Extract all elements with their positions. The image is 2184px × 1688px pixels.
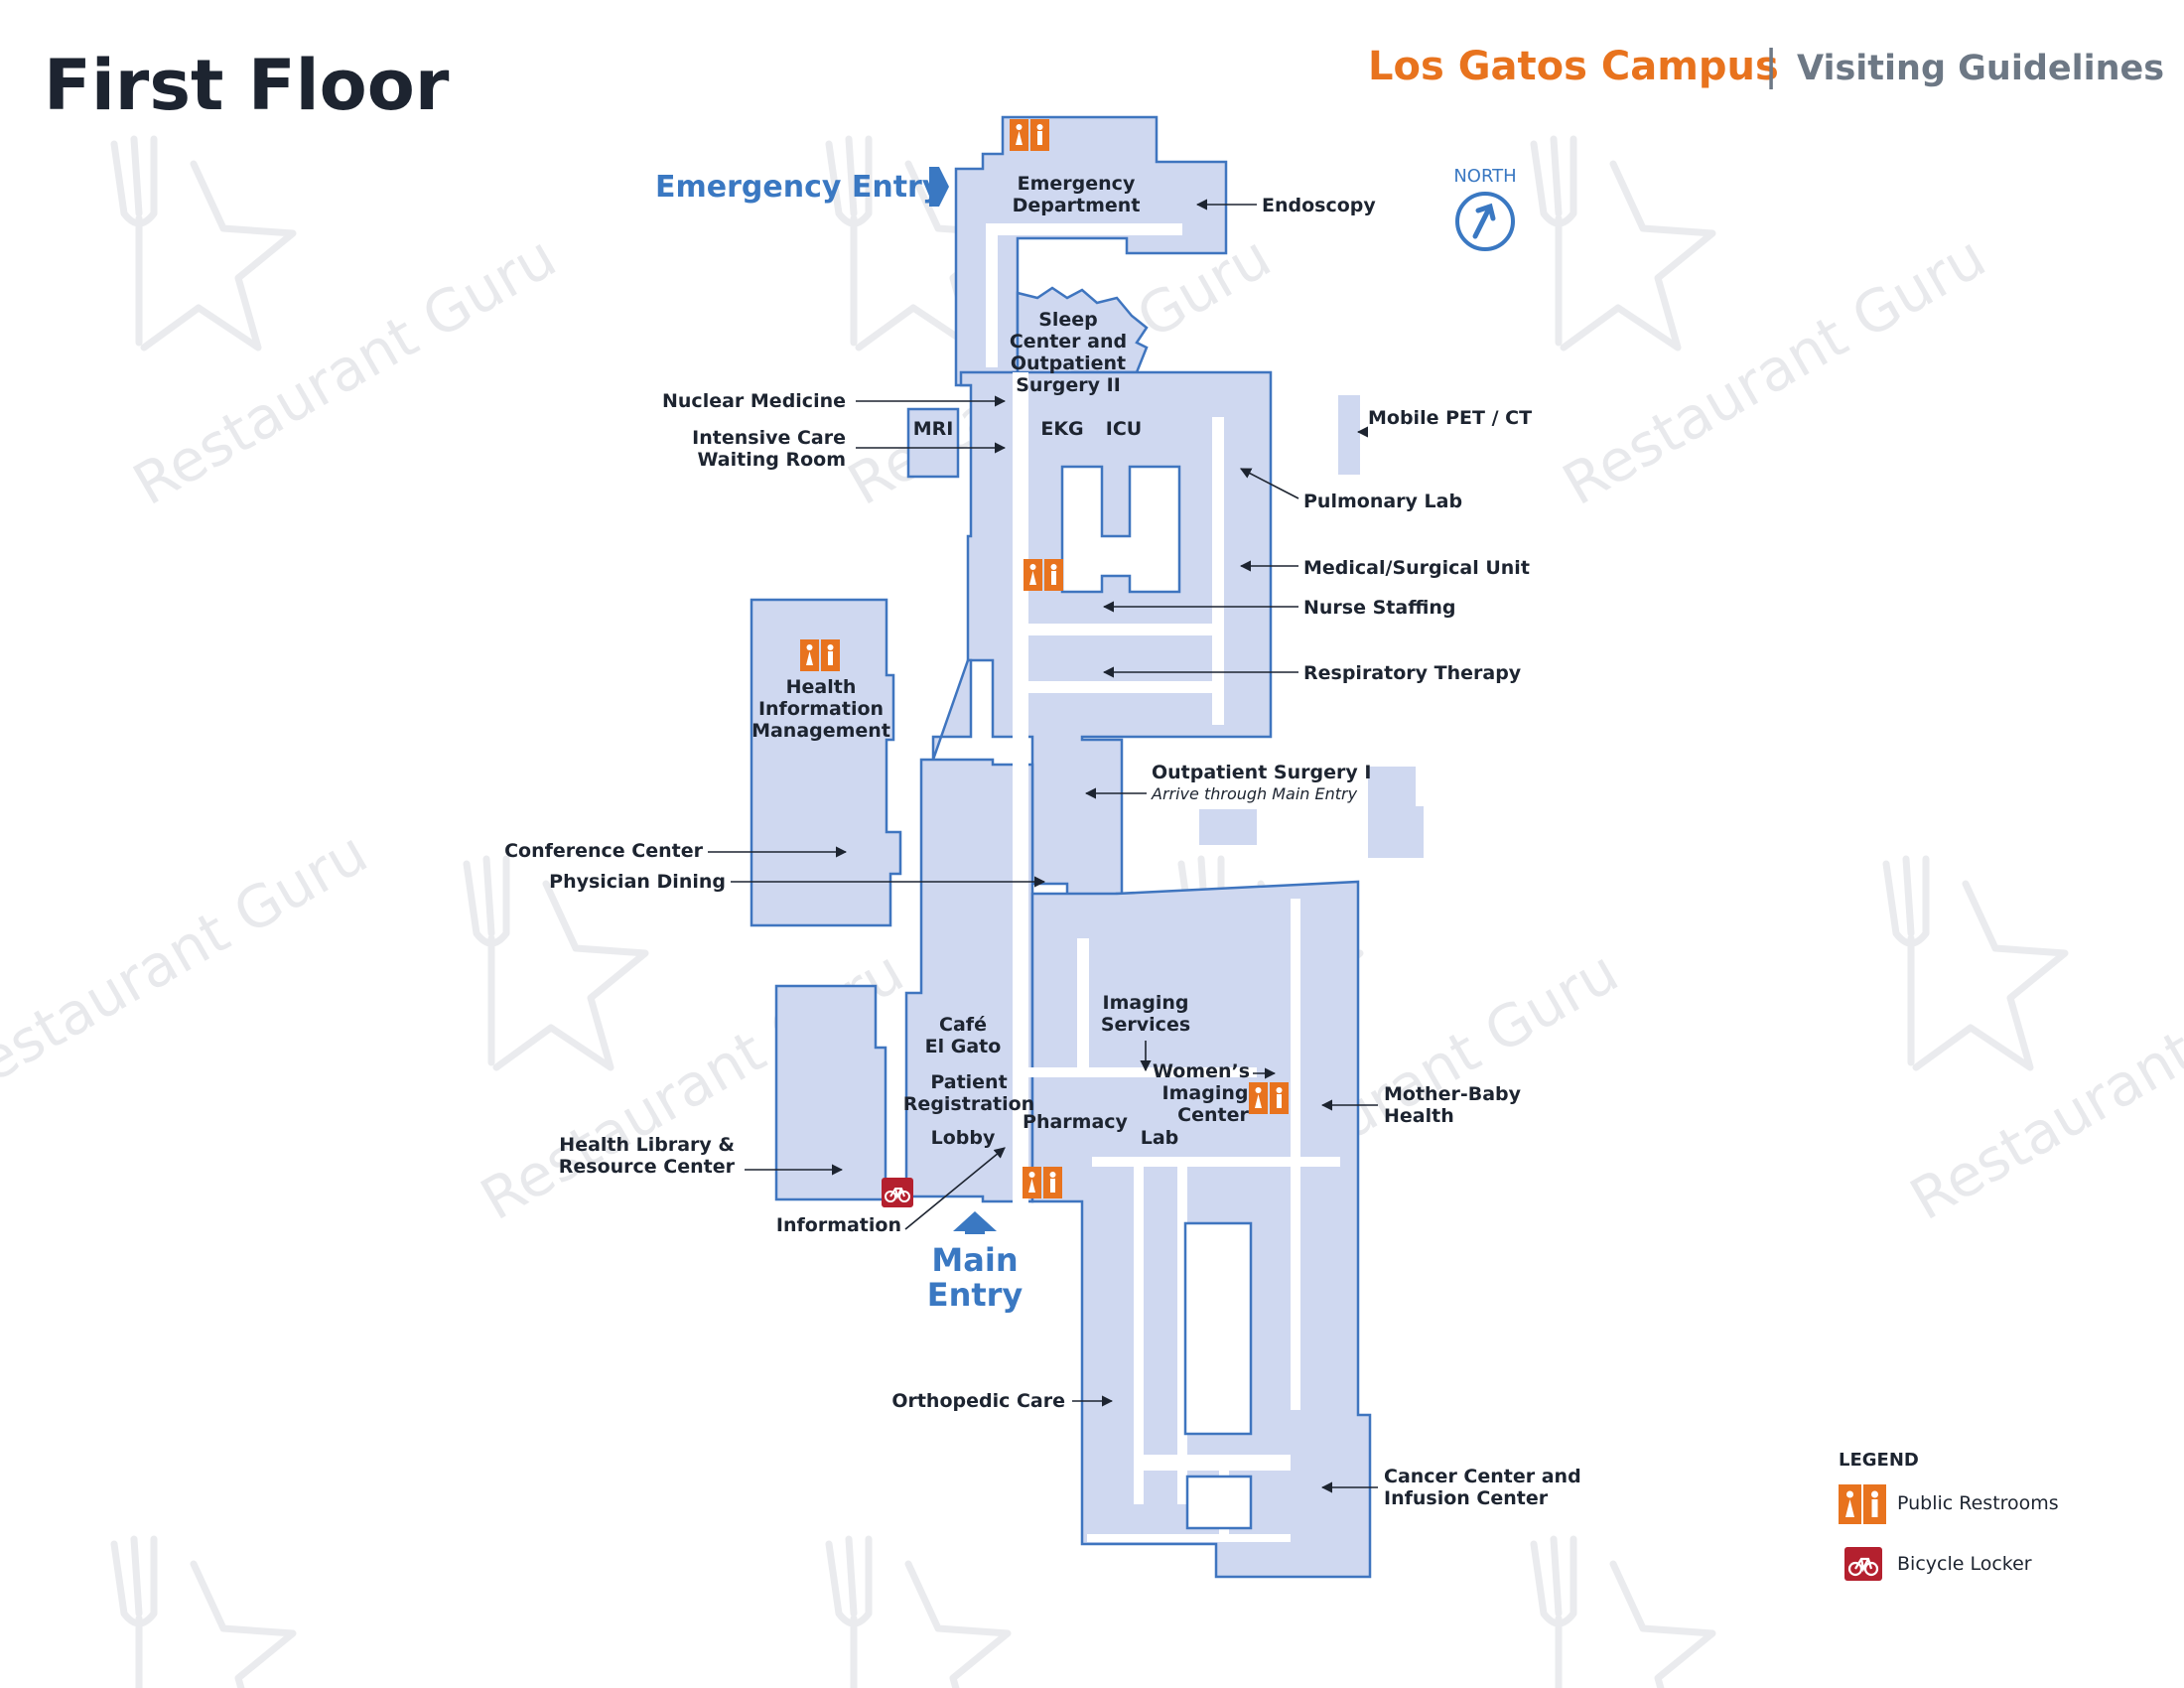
cafe-label: El Gato <box>925 1036 1002 1057</box>
information-label: Information <box>776 1214 901 1236</box>
emergency-entry: Emergency Entry <box>655 167 949 207</box>
patient-registration-label: Patient <box>930 1071 1007 1093</box>
campus-name: Los Gatos Campus <box>1368 44 1779 89</box>
medical-surgical-label: Medical/Surgical Unit <box>1303 557 1530 579</box>
watermark-text: Restaurant Guru <box>0 818 378 1114</box>
health-library-label: Resource Center <box>559 1156 736 1178</box>
header-separator: | <box>1764 41 1778 89</box>
bicycle-locker-icon <box>882 1178 913 1207</box>
callouts: Endoscopy Nuclear Medicine Intensive Car… <box>504 195 1581 1509</box>
mri-room <box>906 407 960 479</box>
outbuilding <box>1368 806 1424 858</box>
ekg-label: EKG <box>1040 418 1083 440</box>
cafe-label: Café <box>939 1014 987 1036</box>
entry-arrow-icon <box>929 167 949 207</box>
cancer-center-label: Infusion Center <box>1384 1487 1549 1509</box>
lab-label: Lab <box>1141 1127 1179 1149</box>
sleep-center-label: Outpatient <box>1011 352 1126 374</box>
emergency-department-label: Emergency <box>1018 173 1136 195</box>
north-arrow-icon <box>1455 192 1515 251</box>
bicycle-locker-icon <box>1844 1547 1882 1581</box>
watermark-text: Restaurant Guru <box>1899 937 2184 1233</box>
nuclear-medicine-label: Nuclear Medicine <box>662 390 846 412</box>
health-library-label: Health Library & <box>559 1134 735 1156</box>
main-entry-label: Entry <box>927 1276 1024 1314</box>
imaging-services-label: Imaging <box>1103 992 1189 1014</box>
womens-imaging-label: Women’s <box>1153 1060 1250 1082</box>
endoscopy-label: Endoscopy <box>1262 195 1376 216</box>
lobby-label: Lobby <box>931 1127 996 1149</box>
watermark-text: Restaurant Guru <box>122 222 567 518</box>
patient-registration-label: Registration <box>903 1093 1034 1115</box>
floor-title: First Floor <box>44 45 450 126</box>
restroom-icon <box>1839 1484 1886 1524</box>
north-label: NORTH <box>1453 166 1516 187</box>
health-information-management-building <box>750 598 902 927</box>
orthopedic-care-label: Orthopedic Care <box>891 1390 1065 1412</box>
womens-imaging-label: Imaging <box>1162 1082 1249 1104</box>
legend-bicycle-label: Bicycle Locker <box>1897 1553 2032 1575</box>
health-library-building <box>774 984 887 1201</box>
icu-waiting-label: Intensive Care <box>692 427 846 449</box>
nurse-staffing-label: Nurse Staffing <box>1303 597 1456 619</box>
icu-waiting-label: Waiting Room <box>698 449 847 471</box>
outbuilding <box>1199 809 1257 845</box>
emergency-entry-label: Emergency Entry <box>655 170 942 205</box>
him-label: Information <box>758 698 884 720</box>
pharmacy-label: Pharmacy <box>1023 1111 1129 1133</box>
mri-label: MRI <box>913 418 954 440</box>
legend: LEGEND Public Restrooms Bicycle Locker <box>1839 1450 2059 1581</box>
sleep-center-label: Surgery II <box>1016 374 1121 396</box>
sleep-center-label: Sleep <box>1038 309 1098 331</box>
information-leader <box>904 1147 1006 1230</box>
main-entry-label: Main <box>931 1241 1018 1279</box>
main-entry: Main Entry <box>927 1211 1024 1314</box>
him-label: Management <box>751 720 890 742</box>
womens-imaging-label: Center <box>1177 1104 1249 1126</box>
restroom-icon <box>1023 1167 1062 1198</box>
mobile-pet-ct-unit <box>1338 395 1360 475</box>
emergency-department-label: Department <box>1013 195 1141 216</box>
respiratory-therapy-label: Respiratory Therapy <box>1303 662 1522 684</box>
mother-baby-label: Health <box>1384 1105 1454 1127</box>
cancer-center-label: Cancer Center and <box>1384 1466 1581 1487</box>
sleep-center-label: Center and <box>1010 331 1127 352</box>
pulmonary-lab-label: Pulmonary Lab <box>1303 491 1462 512</box>
mobile-pet-ct-label: Mobile PET / CT <box>1368 407 1532 429</box>
outpatient-surgery-label: Outpatient Surgery I <box>1152 762 1371 783</box>
entry-arrow-icon <box>953 1211 997 1234</box>
restroom-icon <box>1024 559 1063 591</box>
restroom-icon <box>1010 119 1049 151</box>
him-label: Health <box>786 676 857 698</box>
conference-center-label: Conference Center <box>504 840 704 862</box>
north-compass: NORTH <box>1453 166 1517 251</box>
restroom-icon <box>1249 1082 1289 1114</box>
restroom-icon <box>800 639 840 671</box>
physician-dining-label: Physician Dining <box>549 871 726 893</box>
pulmonary-lab-leader <box>1240 468 1299 499</box>
icu-label: ICU <box>1106 418 1142 440</box>
imaging-services-label: Services <box>1101 1014 1190 1036</box>
mother-baby-label: Mother-Baby <box>1384 1083 1522 1105</box>
interior-labels: Emergency Department Sleep Center and Ou… <box>751 173 1250 1149</box>
outpatient-surgery-note: Arrive through Main Entry <box>1151 784 1358 803</box>
legend-restrooms-label: Public Restrooms <box>1897 1492 2059 1514</box>
legend-title: LEGEND <box>1839 1450 1919 1471</box>
visiting-guidelines: Visiting Guidelines <box>1797 49 2164 88</box>
watermark-text: Restaurant Guru <box>1552 222 1996 518</box>
